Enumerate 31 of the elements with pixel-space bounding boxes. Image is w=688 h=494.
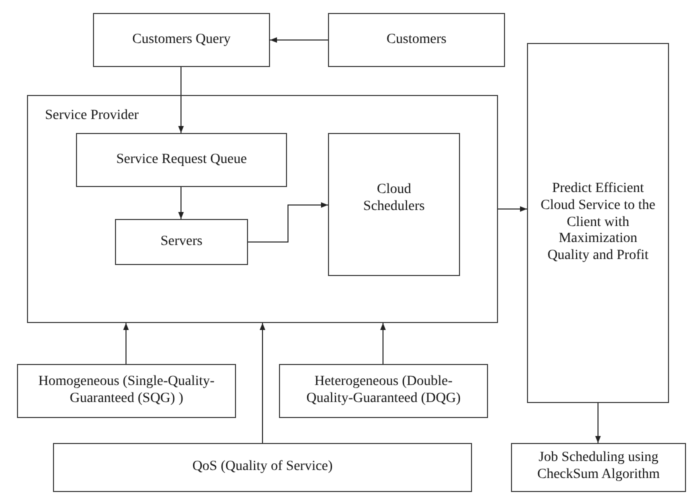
arrow xyxy=(380,322,386,364)
arrow xyxy=(595,402,601,444)
node-label: Job Scheduling using CheckSum Algorithm xyxy=(536,450,661,484)
arrow xyxy=(270,37,328,43)
node-label: Service Request Queue xyxy=(115,152,248,168)
process-box xyxy=(53,443,472,492)
process-box xyxy=(527,43,669,403)
node-label: Homogeneous (Single-Quality-Guaranteed (SQG) ) xyxy=(37,374,216,408)
node-label: Customers Query xyxy=(131,32,232,48)
process-box xyxy=(76,133,287,187)
process-box xyxy=(115,219,248,265)
node-label: Service Provider xyxy=(44,108,140,125)
process-box xyxy=(17,364,236,418)
process-box xyxy=(279,364,488,418)
arrow xyxy=(248,202,328,242)
node-label: QoS (Quality of Service) xyxy=(191,459,334,476)
node-label: Cloud Schedulers xyxy=(362,182,426,216)
node-label: Customers xyxy=(386,32,448,48)
node-label: Predict Efficient Cloud Service to the Client with Maximization Quality and Profit xyxy=(540,181,656,265)
arrow xyxy=(123,322,129,364)
arrow xyxy=(498,206,528,212)
arrow xyxy=(260,322,266,444)
process-box xyxy=(93,13,270,67)
node-label: Heterogeneous (Double-Quality-Guaranteed (DQG) xyxy=(305,374,462,408)
process-box xyxy=(328,133,460,276)
arrow xyxy=(178,66,184,134)
arrow xyxy=(178,186,184,220)
process-box xyxy=(328,13,505,67)
process-box xyxy=(511,443,686,492)
group-box xyxy=(27,95,498,323)
node-label: Servers xyxy=(160,234,204,250)
